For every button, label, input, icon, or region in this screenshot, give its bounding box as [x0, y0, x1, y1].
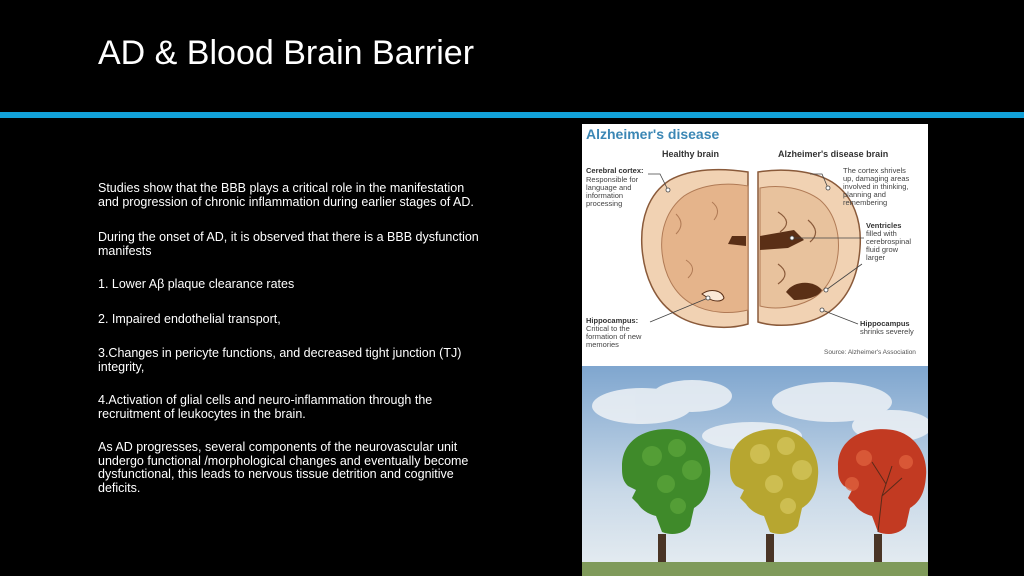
body-paragraph: During the onset of AD, it is observed t… [98, 230, 479, 258]
ad-brain-illustration [757, 169, 862, 327]
svg-text:Responsible for langua: Responsible for language and information… [586, 175, 640, 208]
annotation-line: information [586, 191, 623, 200]
list-item: 3.Changes in pericyte functions, and dec… [98, 346, 462, 374]
svg-text:Critical to the format: Critical to the formation of new memorie… [586, 324, 644, 349]
annotation-line: up, damaging areas [843, 174, 910, 183]
annotation-line: fluid grow [866, 245, 899, 254]
list-item: 1. Lower Aβ plaque clearance rates [98, 277, 295, 291]
svg-text:The cortex shrivels up: The cortex shrivels up, damaging areas i… [843, 166, 911, 207]
body-paragraph: Studies show that the BBB plays a critic… [98, 181, 474, 209]
slide-title: AD & Blood Brain Barrier [98, 34, 475, 72]
alzheimers-brain-diagram: Alzheimer's disease Healthy brain Alzhei… [582, 124, 928, 366]
annotation-line: planning and [843, 190, 886, 199]
list-item: 4.Activation of glial cells and neuro-in… [98, 393, 433, 421]
annotation-line: filled with [866, 229, 897, 238]
trees-head-photo [582, 366, 928, 576]
ad-brain-label: Alzheimer's disease brain [778, 149, 888, 159]
annotation-line: remembering [843, 198, 887, 207]
hippocampus-right-heading: Hippocampus [860, 319, 910, 328]
hippocampus-left-heading: Hippocampus: [586, 316, 638, 325]
annotation-line: Responsible for [586, 175, 639, 184]
annotation-line: The cortex shrivels [843, 166, 906, 175]
annotation-line: Critical to the [586, 324, 630, 333]
healthy-brain-label: Healthy brain [662, 149, 719, 159]
annotation-line: larger [866, 253, 886, 262]
annotation-line: shrinks severely [860, 327, 914, 336]
title-divider [0, 112, 1024, 118]
annotation-line: processing [586, 199, 622, 208]
cortex-left-heading: Cerebral cortex: [586, 166, 644, 175]
list-item: 2. Impaired endothelial transport, [98, 311, 281, 326]
annotation-line: cerebrospinal [866, 237, 911, 246]
ventricles-heading: Ventricles [866, 221, 901, 230]
diagram-title: Alzheimer's disease [586, 126, 720, 142]
slide-body: Studies show that the BBB plays a critic… [98, 181, 483, 495]
annotation-line: involved in thinking, [843, 182, 908, 191]
healthy-brain-illustration [640, 168, 749, 329]
image-panel: Alzheimer's disease Healthy brain Alzhei… [582, 124, 928, 576]
annotation-line: memories [586, 340, 619, 349]
body-paragraph: As AD progresses, several components of … [98, 440, 469, 495]
annotation-line: language and [586, 183, 631, 192]
source-credit: Source: Alzheimer's Association [824, 349, 916, 356]
annotation-line: formation of new [586, 332, 642, 341]
svg-text:filled with cerebrospi: filled with cerebrospinal fluid grow lar… [866, 229, 913, 262]
